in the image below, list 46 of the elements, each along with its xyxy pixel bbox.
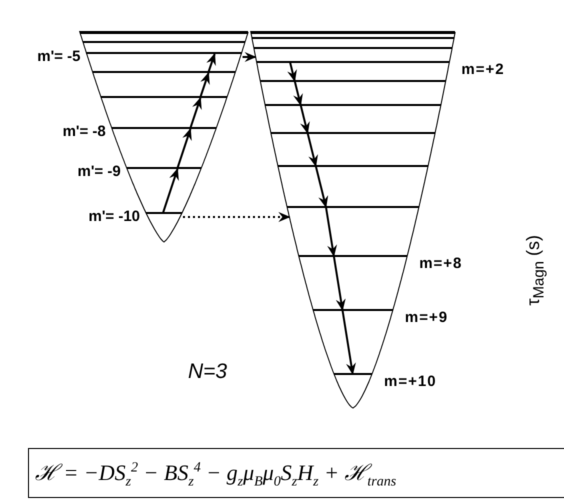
energy-level-line	[92, 71, 236, 73]
energy-level-line	[100, 96, 228, 98]
energy-level-line	[260, 80, 446, 82]
arrow	[189, 97, 202, 128]
arrow	[206, 53, 216, 72]
level-label: m'= -8	[62, 123, 106, 141]
arrow	[306, 132, 318, 167]
energy-level-line	[334, 373, 372, 375]
level-label: m'= -9	[78, 163, 121, 181]
energy-level-line	[278, 165, 428, 167]
n-label: N=3	[188, 360, 228, 384]
arrow	[200, 72, 210, 98]
level-label: m=+10	[384, 373, 437, 391]
energy-level-line	[250, 31, 456, 34]
level-label: m'= -5	[37, 48, 80, 66]
equation-box	[28, 448, 564, 498]
energy-level-line	[313, 309, 393, 311]
energy-level-line	[146, 212, 182, 214]
energy-level-line	[270, 132, 436, 134]
energy-level-line	[287, 206, 419, 208]
energy-level-line	[86, 52, 242, 54]
arrow	[300, 104, 310, 134]
arrow	[242, 52, 257, 62]
arrow	[287, 62, 297, 82]
energy-level-line	[126, 167, 202, 169]
arrow	[293, 80, 303, 106]
energy-level-line	[256, 61, 450, 63]
energy-level-line	[265, 104, 441, 106]
dotted-arrow	[182, 212, 290, 222]
arrow	[324, 206, 338, 257]
level-label: m=+2	[461, 61, 505, 79]
arrow	[342, 310, 356, 375]
level-label: m'= -10	[88, 208, 140, 226]
energy-level-line	[80, 31, 248, 34]
arrow	[176, 128, 192, 168]
energy-level-line	[298, 255, 408, 257]
energy-level-line	[252, 37, 454, 39]
energy-level-line	[112, 127, 216, 129]
arrow	[332, 256, 346, 311]
arrow	[314, 166, 328, 208]
arrow	[162, 168, 179, 214]
energy-level-line	[254, 47, 452, 49]
level-label: m=+9	[404, 309, 448, 327]
level-label: m=+8	[419, 255, 462, 273]
energy-level-line	[82, 41, 246, 43]
hamiltonian-equation: ℋ = −DS$_{z}$$^{2}$ − BS$_{z}$$^{4}$ − g$_{z}$μ$_{B}$μ$_{0}$S$_{z}$H$_{z}$ + ℋ$_{trans}$	[35, 458, 396, 490]
